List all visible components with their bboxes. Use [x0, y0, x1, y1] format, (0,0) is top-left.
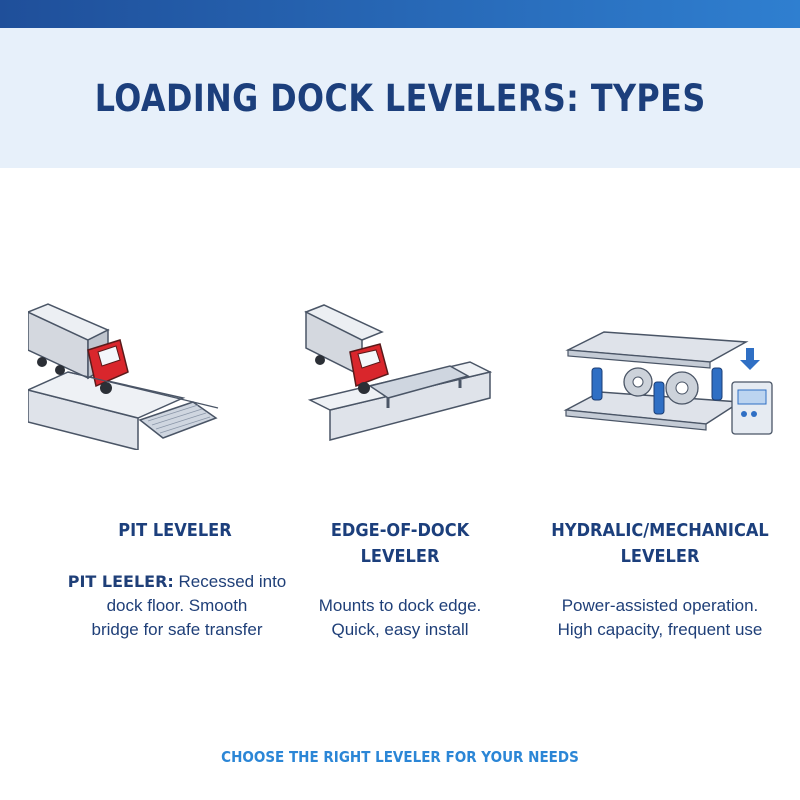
edge-of-dock-desc-line-1: Mounts to dock edge. — [318, 596, 482, 615]
edge-of-dock-leveler-truck-icon — [300, 300, 500, 450]
header-banner: LOADING DOCK LEVELERS: TYPES — [0, 28, 800, 168]
edge-of-dock-leveler-description: Mounts to dock edge. Quick, easy install — [275, 594, 525, 642]
top-accent-bar — [0, 0, 800, 28]
pit-leveler-title: PIT LEVELER — [118, 520, 232, 541]
pit-leveler-description: PIT LEELER: Recessed into dock floor. Sm… — [52, 570, 302, 642]
edge-of-dock-desc-line-2: Quick, easy install — [331, 620, 469, 639]
hydraulic-title-line-1: HYDRALIC/MECHANICAL — [551, 520, 769, 541]
hydraulic-desc-line-1: Power-assisted operation. — [561, 596, 759, 615]
page-title: LOADING DOCK LEVELERS: TYPES — [94, 76, 706, 120]
hydraulic-desc-line-2: High capacity, frequent use — [557, 620, 763, 639]
hydraulic-title-line-2: LEVELER — [620, 546, 700, 567]
pit-leveler-desc-label: PIT LEELER: — [67, 572, 174, 591]
hydraulic-mechanical-leveler-title: HYDRALIC/MECHANICAL LEVELER — [548, 518, 773, 570]
hydraulic-mechanical-leveler-icon — [560, 320, 780, 440]
edge-of-dock-title-line-1: EDGE-OF-DOCK — [330, 520, 470, 541]
footer-call-to-action: CHOOSE THE RIGHT LEVELER FOR YOUR NEEDS — [221, 748, 579, 766]
edge-of-dock-title-line-2: LEVELER — [360, 546, 440, 567]
pit-leveler-desc-line-1: Recessed into — [178, 572, 287, 591]
edge-of-dock-leveler-title: EDGE-OF-DOCK LEVELER — [288, 518, 513, 570]
pit-leveler-desc-line-3: bridge for safe transfer — [91, 620, 263, 639]
pit-leveler-desc-line-2: dock floor. Smooth — [106, 596, 248, 615]
hydraulic-mechanical-leveler-description: Power-assisted operation. High capacity,… — [535, 594, 785, 642]
pit-leveler-truck-icon — [28, 300, 228, 450]
